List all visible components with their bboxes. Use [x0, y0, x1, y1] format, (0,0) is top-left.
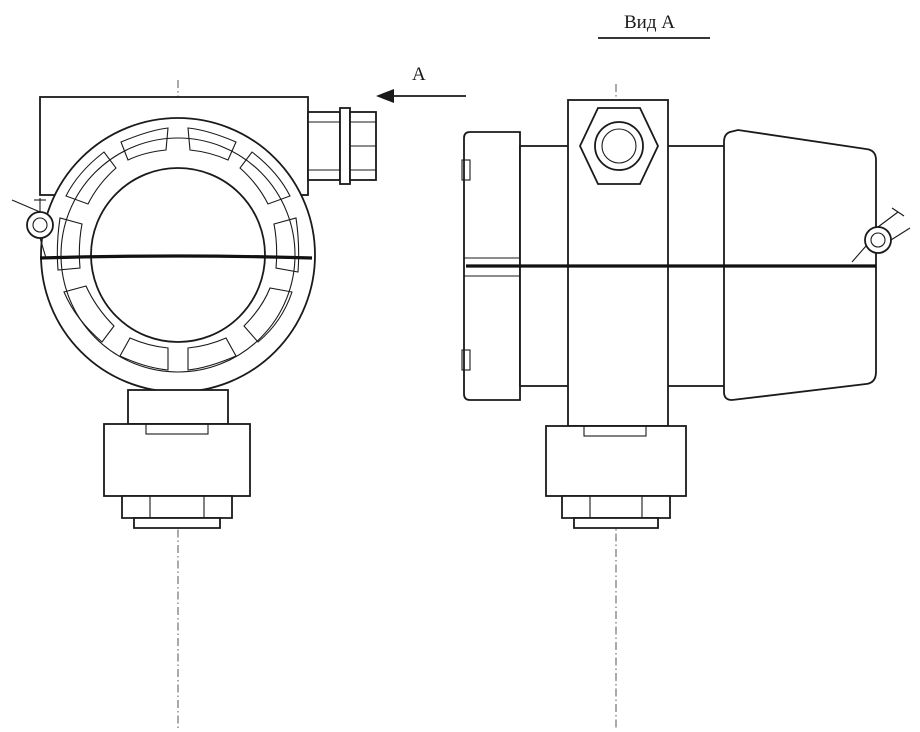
front-cable-gland [307, 107, 377, 185]
arrow-label: А [412, 64, 426, 85]
view-title: Вид А [624, 12, 675, 33]
front-view: А [11, 64, 466, 730]
front-seal-ring [11, 198, 54, 259]
front-adapter-block [103, 423, 251, 497]
front-neck [127, 389, 229, 425]
side-view: Вид А [461, 12, 911, 730]
front-seal-wire [39, 254, 313, 260]
front-cover-ribs [56, 127, 300, 371]
front-cover-inner-ring [60, 137, 296, 373]
side-fitting-nut [561, 495, 671, 529]
front-fitting-nut [121, 495, 233, 529]
side-gland-hex [579, 107, 659, 185]
side-seal-ring [851, 207, 911, 263]
side-adapter-block [545, 425, 687, 497]
view-arrow [376, 89, 466, 103]
